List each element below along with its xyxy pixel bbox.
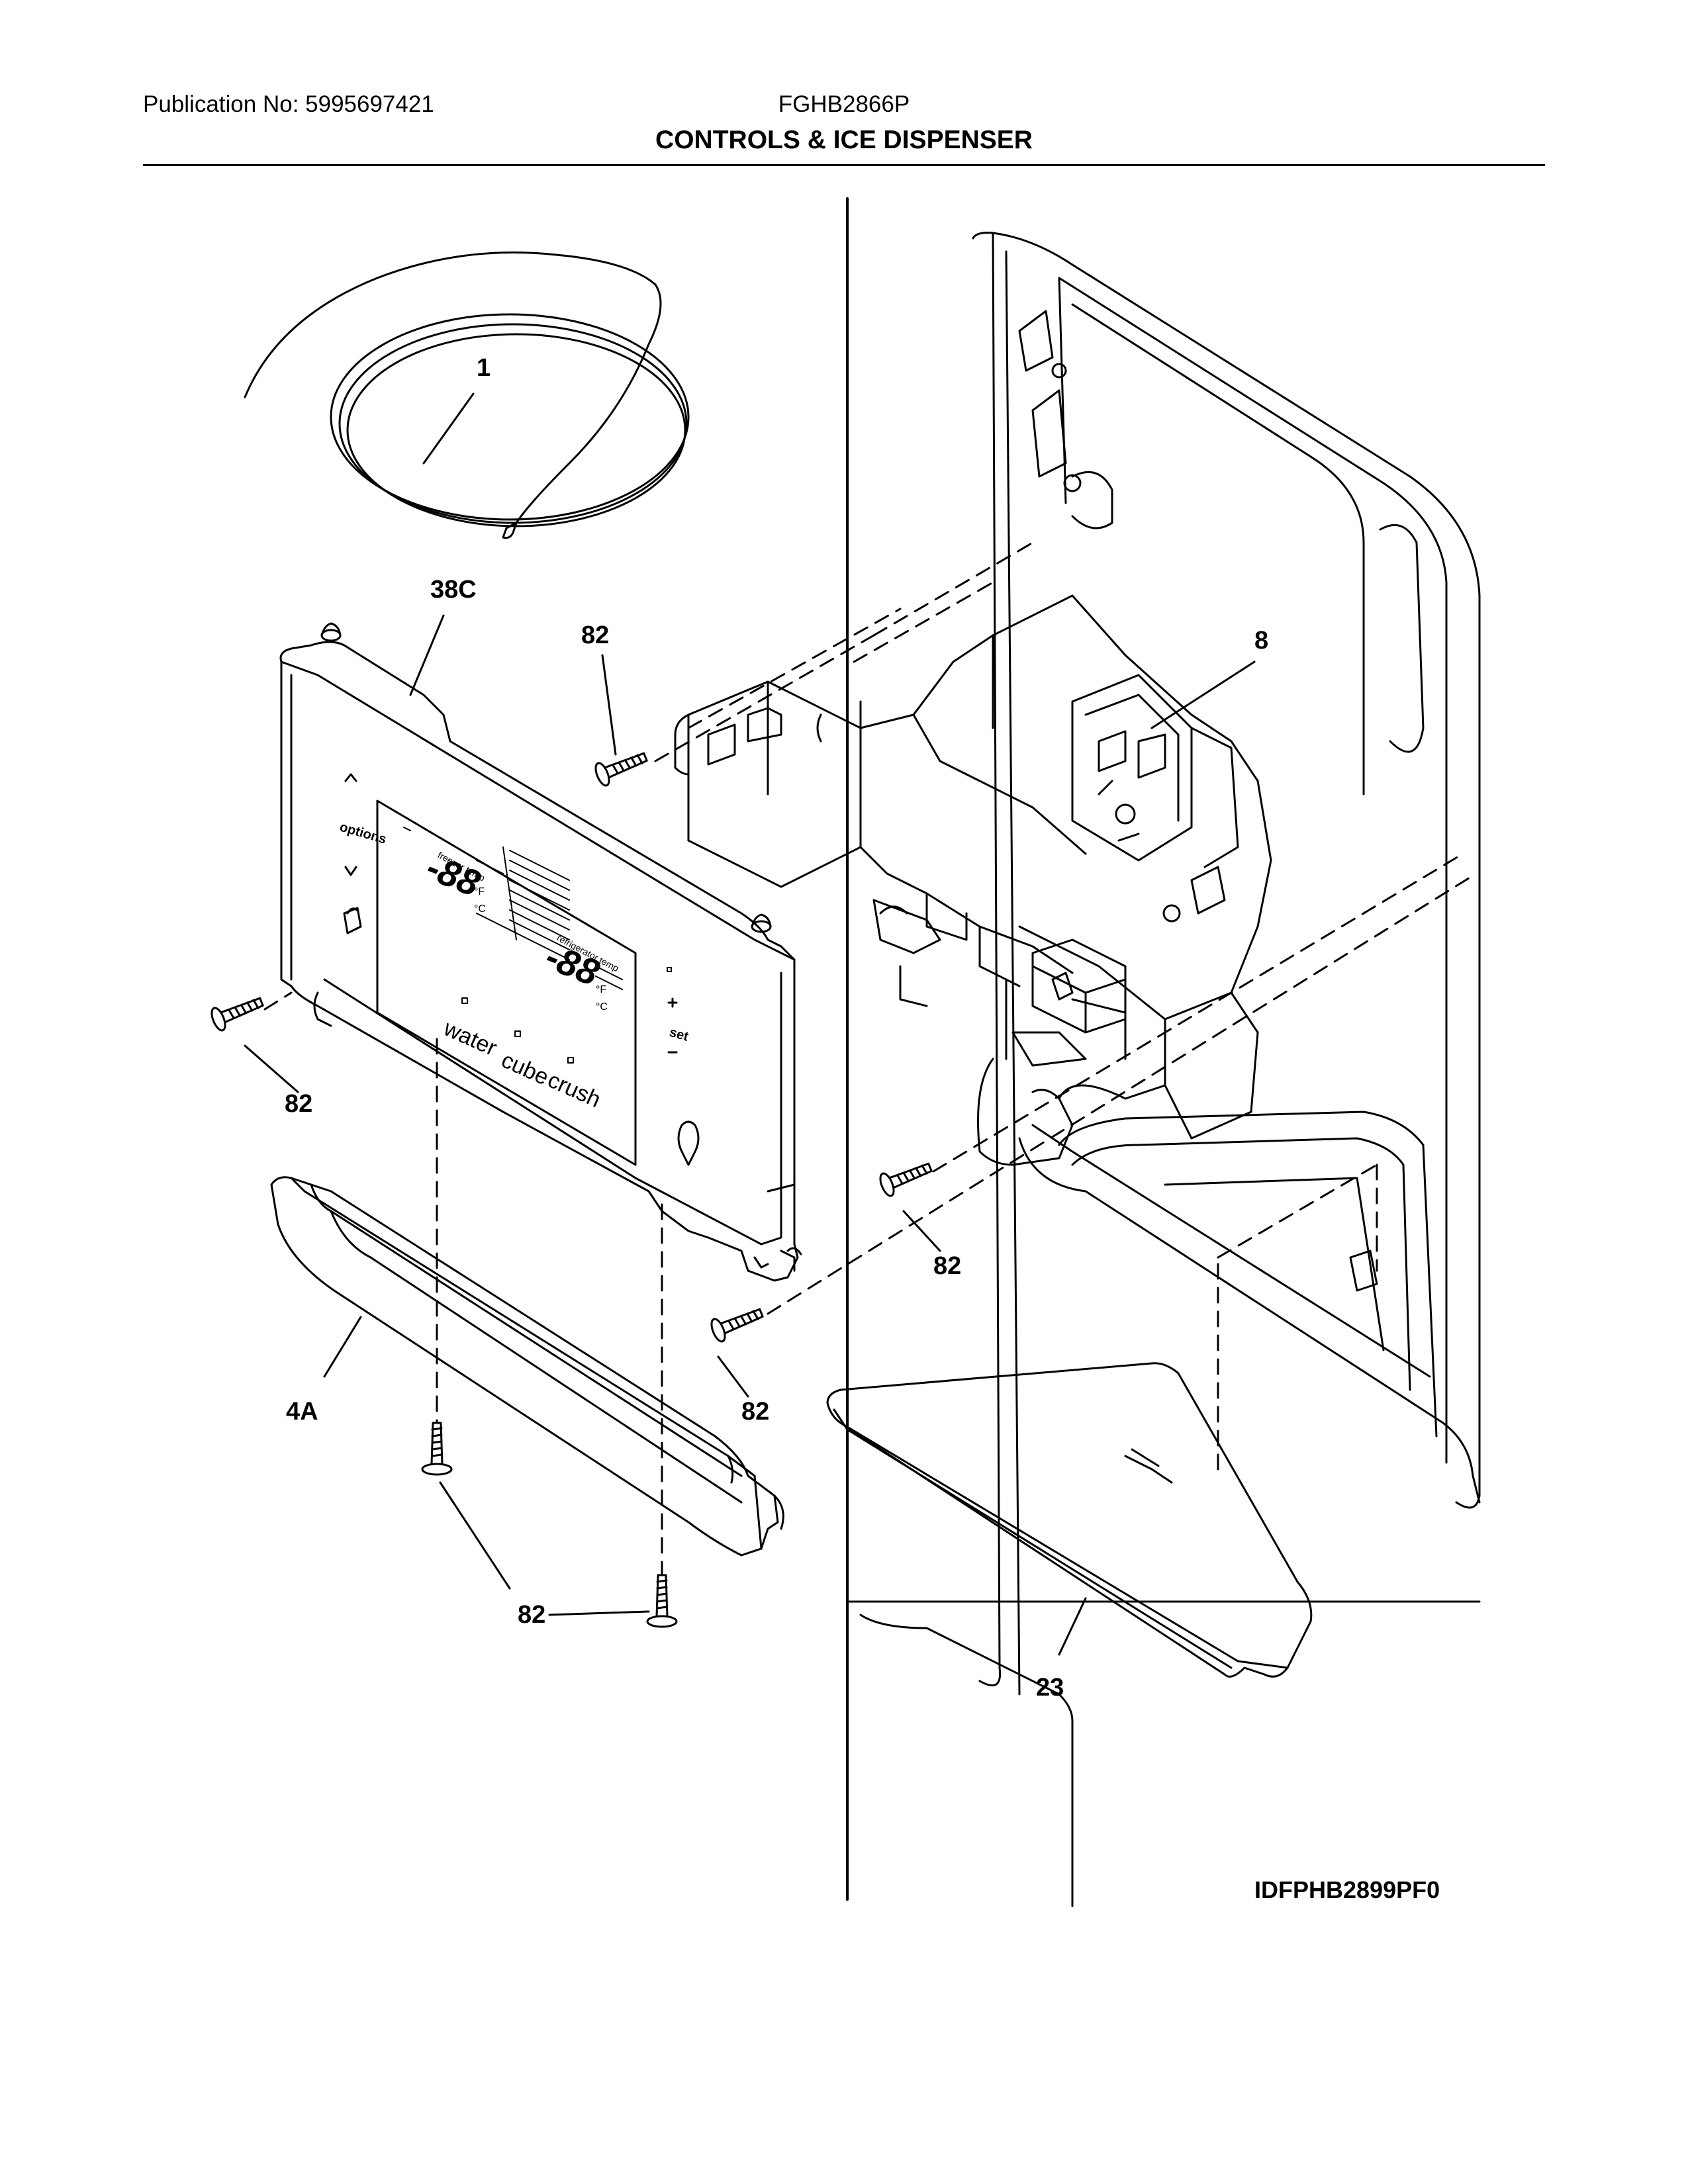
callout-82-right: 82: [933, 1252, 961, 1280]
callout-82-bottom: 82: [518, 1601, 545, 1629]
page-title: CONTROLS & ICE DISPENSER: [655, 126, 1033, 154]
control-panel: [279, 622, 802, 1282]
refrigerator-unit-c: °C: [596, 1001, 608, 1013]
cube-label: cube: [498, 1048, 553, 1091]
callout-82-top: 82: [581, 621, 609, 649]
callout-82-left: 82: [285, 1090, 312, 1118]
dispenser-module: [674, 594, 1272, 1166]
screw-3: [879, 1162, 933, 1197]
screw-5: [421, 1422, 453, 1476]
diagram-reference-code: IDFPHB2899PF0: [1254, 1876, 1440, 1903]
options-label: options: [338, 820, 388, 847]
callout-82-middle: 82: [741, 1398, 769, 1426]
alignment-lines: [263, 541, 1477, 1576]
screw-4: [710, 1308, 764, 1343]
drip-tray: [826, 1362, 1313, 1678]
refrigerator-unit-f: °F: [596, 984, 606, 995]
freezer-unit-f: °F: [474, 886, 485, 897]
set-label: set: [668, 1025, 690, 1044]
callout-38c: 38C: [430, 576, 477, 604]
model-number: FGHB2866P: [778, 91, 910, 117]
callout-1: 1: [477, 354, 491, 382]
crush-label: crush: [544, 1068, 604, 1113]
screw-2: [211, 997, 264, 1032]
publication-number: Publication No: 5995697421: [143, 91, 434, 117]
callout-23: 23: [1036, 1674, 1064, 1702]
water-tubing: [244, 251, 690, 539]
leader-lines: [244, 392, 1256, 1656]
dispenser-trim: [270, 1176, 784, 1557]
door-housing: [846, 232, 1481, 1907]
screw-6: [646, 1574, 678, 1628]
callout-4a: 4A: [286, 1398, 318, 1426]
screw-1: [594, 752, 648, 787]
freezer-unit-c: °C: [474, 903, 486, 915]
callout-8: 8: [1254, 627, 1268, 655]
header-rule: [143, 164, 1545, 166]
